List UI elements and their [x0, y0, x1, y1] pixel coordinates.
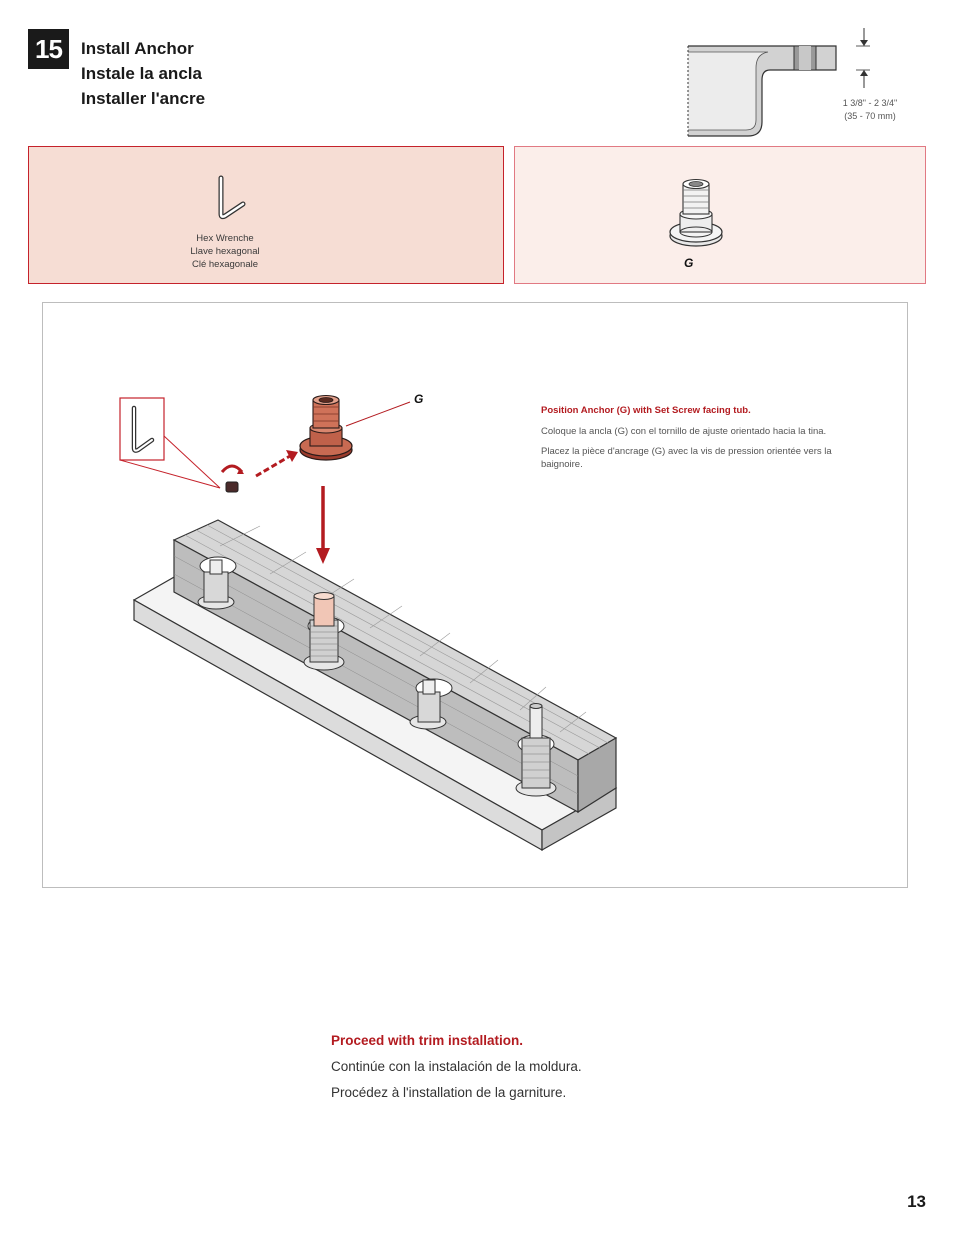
dimension-range-text: 1 3/8" - 2 3/4": [842, 98, 898, 108]
anchor-part-icon: [669, 178, 723, 247]
deck-thickness-dimension: 1 3/8" - 2 3/4" (35 - 70 mm): [830, 97, 910, 123]
parts-panel: [514, 146, 926, 284]
tool-label-es: Llave hexagonal: [190, 246, 260, 257]
instruction-en: Position Anchor (G) with Set Screw facin…: [541, 405, 751, 416]
leader-line-g: [345, 401, 411, 427]
step-number-badge: 15: [28, 29, 69, 69]
step-title-es: Instale la ancla: [81, 64, 202, 83]
proceed-text-es: Continúe con la instalación de la moldur…: [331, 1059, 582, 1074]
instruction-fr: Placez la pièce d'ancrage (G) avec la vi…: [541, 446, 832, 470]
anchor-g-illustration: [299, 394, 353, 461]
step-title-fr: Installer l'ancre: [81, 89, 206, 108]
tool-label-en: Hex Wrenche: [196, 233, 254, 244]
part-letter-g: G: [684, 256, 694, 270]
hex-wrench-icon: [218, 175, 246, 220]
hex-wrench-caption: Hex Wrenche Llave hexagonal Clé hexagona…: [150, 232, 300, 271]
set-screw-icon: [220, 464, 244, 493]
down-arrow-icon: [316, 486, 330, 564]
arrow-to-anchor-icon: [255, 450, 298, 478]
page-number: 13: [907, 1192, 926, 1211]
proceed-text-fr: Procédez à l'installation de la garnitur…: [331, 1085, 567, 1100]
tools-panel: [28, 146, 504, 284]
step-title-en: Install Anchor: [81, 39, 194, 58]
wrench-callout: [119, 397, 221, 489]
proceed-text-en: Proceed with trim installation.: [331, 1033, 524, 1048]
instruction-es: Coloque la ancla (G) con el tornillo de …: [541, 426, 827, 437]
deck-thickness-diagram: [687, 28, 870, 137]
dimension-metric-text: (35 - 70 mm): [844, 111, 896, 121]
anchor-g-label: G: [414, 392, 424, 406]
deck-valve-assembly-illustration: [132, 519, 618, 852]
tool-label-fr: Clé hexagonale: [191, 259, 259, 270]
